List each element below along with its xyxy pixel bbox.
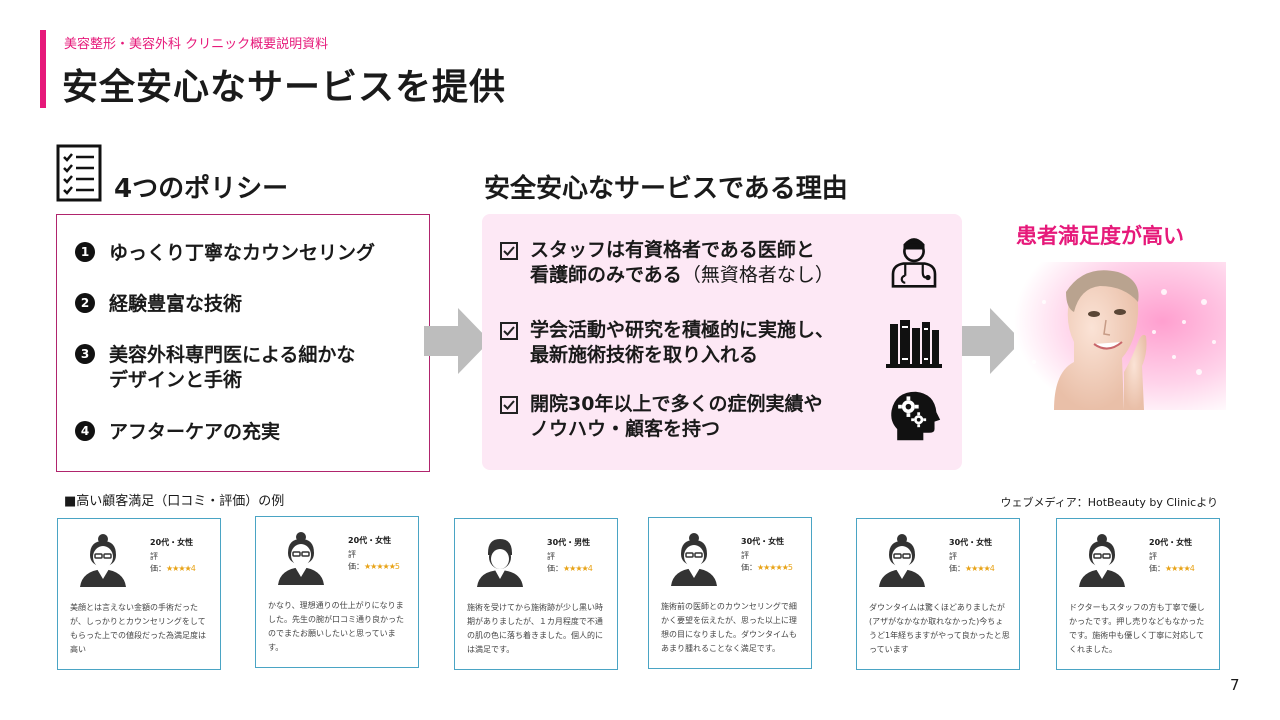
head-gears-icon <box>891 391 941 441</box>
policies-box: 1 ゆっくり丁寧なカウンセリング 2 経験豊富な技術 3 美容外科専門医による細… <box>56 214 430 472</box>
policy-item: 4 アフターケアの充実 <box>75 420 280 445</box>
rating-score: 4 <box>190 564 196 573</box>
review-comment: 美顔とは言えない金額の手術だったが、しっかりとカウンセリングをしてもらった上での… <box>70 603 206 654</box>
star-rating: ★★★★ <box>166 564 192 573</box>
male-avatar-icon <box>477 539 523 587</box>
reason-line1: 学会活動や研究を積極的に実施し、 <box>530 319 835 341</box>
review-card: 20代・女性 評 価：★★★★★5 かなり、理想通りの仕上がりになりました。先生… <box>255 516 419 668</box>
star-rating: ★★★★ <box>1165 564 1191 573</box>
rating-row: 価：★★★★★5 <box>741 563 793 572</box>
reason-line2: 看護師のみである（無資格者なし） <box>530 264 834 286</box>
rating-label: 評 <box>348 550 356 559</box>
page-number: 7 <box>1230 676 1240 694</box>
rating-label: 評 <box>949 552 957 561</box>
books-icon <box>886 320 942 368</box>
page-title: 安全安心なサービスを提供 <box>62 67 507 108</box>
rating-score: 5 <box>787 563 793 572</box>
reason-line1: スタッフは有資格者である医師と <box>530 239 815 261</box>
policy-text-line1: 美容外科専門医による細かな <box>109 344 356 366</box>
policy-item: 1 ゆっくり丁寧なカウンセリング <box>75 241 375 266</box>
reason-text: 学会活動や研究を積極的に実施し、 最新施術技術を取り入れる <box>530 318 834 368</box>
review-card: 30代・女性 評 価：★★★★4 ダウンタイムは驚くほどありましたが(アザがなか… <box>856 518 1020 670</box>
review-comment: ダウンタイムは驚くほどありましたが(アザがなかなか取れなかった)今ちょうど1年経… <box>869 603 1010 654</box>
right-arrow-icon <box>424 308 490 374</box>
reason-line2: 最新施術技術を取り入れる <box>530 344 759 366</box>
accent-bar <box>40 30 46 108</box>
checkbox-icon <box>500 242 518 260</box>
female-avatar-icon <box>80 534 126 587</box>
reason-line2: ノウハウ・顧客を持つ <box>530 418 721 440</box>
star-rating: ★★★★ <box>563 564 589 573</box>
smiling-woman-image <box>1014 262 1226 410</box>
policy-number: 2 <box>75 293 95 313</box>
reasons-heading: 安全安心なサービスである理由 <box>484 174 848 204</box>
rating-score: 5 <box>394 562 400 571</box>
rating-score: 4 <box>587 564 593 573</box>
rating-row: 価：★★★★4 <box>1149 564 1195 573</box>
policies-heading: 4つのポリシー <box>114 174 289 204</box>
review-demographic: 20代・女性 <box>150 538 194 547</box>
policy-number: 4 <box>75 421 95 441</box>
policy-item: 3 美容外科専門医による細かな デザインと手術 <box>75 343 355 393</box>
rating-row: 価：★★★★4 <box>150 564 196 573</box>
rating-row: 価：★★★★★5 <box>348 562 400 571</box>
rating-score: 4 <box>1189 564 1195 573</box>
checkbox-icon <box>500 396 518 414</box>
rating-label: 評 <box>547 552 555 561</box>
policy-item: 2 経験豊富な技術 <box>75 292 242 317</box>
reason-item: スタッフは有資格者である医師と 看護師のみである（無資格者なし） <box>500 238 834 288</box>
rating-label: 評 <box>741 551 749 560</box>
reason-item: 学会活動や研究を積極的に実施し、 最新施術技術を取り入れる <box>500 318 834 368</box>
review-demographic: 30代・女性 <box>741 537 785 546</box>
review-card: 30代・男性 評 価：★★★★4 施術を受けてから施術跡が少し黒い時期がありまし… <box>454 518 618 670</box>
rating-label: 評 <box>150 552 158 561</box>
doctor-icon <box>891 238 937 288</box>
star-rating: ★★★★ <box>965 564 991 573</box>
reasons-box: スタッフは有資格者である医師と 看護師のみである（無資格者なし） 学会活動や研究… <box>482 214 962 470</box>
policy-text: ゆっくり丁寧なカウンセリング <box>109 242 376 264</box>
reviews-heading: ■高い顧客満足（口コミ・評価）の例 <box>64 494 285 509</box>
review-card: 20代・女性 評 価：★★★★4 美顔とは言えない金額の手術だったが、しっかりと… <box>57 518 221 670</box>
review-card: 20代・女性 評 価：★★★★4 ドクターもスタッフの方も丁寧で優しかったです。… <box>1056 518 1220 670</box>
policy-text-line2: デザインと手術 <box>109 369 243 391</box>
star-rating: ★★★★★ <box>364 562 396 571</box>
checklist-icon <box>56 144 102 202</box>
reason-line1: 開院30年以上で多くの症例実績や <box>530 393 823 415</box>
rating-row: 価：★★★★4 <box>547 564 593 573</box>
star-rating: ★★★★★ <box>757 563 789 572</box>
rating-score: 4 <box>989 564 995 573</box>
review-card: 30代・女性 評 価：★★★★★5 施術前の医師とのカウンセリングで細かく要望を… <box>648 517 812 669</box>
reason-text: スタッフは有資格者である医師と 看護師のみである（無資格者なし） <box>530 238 834 288</box>
review-comment: ドクターもスタッフの方も丁寧で優しかったです。押し売りなどもなかったです。施術中… <box>1069 603 1205 654</box>
policy-text: 経験豊富な技術 <box>109 293 243 315</box>
review-demographic: 30代・女性 <box>949 538 993 547</box>
rating-row: 価：★★★★4 <box>949 564 995 573</box>
policy-number: 3 <box>75 344 95 364</box>
review-comment: 施術前の医師とのカウンセリングで細かく要望を伝えたが、思った以上に理想の目になり… <box>661 602 797 653</box>
female-avatar-icon <box>278 532 324 585</box>
female-avatar-icon <box>671 533 717 586</box>
reason-text: 開院30年以上で多くの症例実績や ノウハウ・顧客を持つ <box>530 392 822 442</box>
policy-number: 1 <box>75 242 95 262</box>
female-avatar-icon <box>1079 534 1125 587</box>
review-demographic: 20代・女性 <box>348 536 392 545</box>
satisfaction-label: 患者満足度が高い <box>1016 224 1184 248</box>
policy-text: 美容外科専門医による細かな デザインと手術 <box>109 343 355 393</box>
review-comment: かなり、理想通りの仕上がりになりました。先生の腕が口コミ通り良かったのでまたお願… <box>268 601 404 652</box>
review-demographic: 30代・男性 <box>547 538 591 547</box>
female-avatar-icon <box>879 534 925 587</box>
rating-label: 評 <box>1149 552 1157 561</box>
source-note: ウェブメディア：HotBeauty by Clinicより <box>1000 496 1218 509</box>
review-demographic: 20代・女性 <box>1149 538 1193 547</box>
review-comment: 施術を受けてから施術跡が少し黒い時期がありましたが、１カ月程度で不通の肌の色に落… <box>467 603 603 654</box>
checkbox-icon <box>500 322 518 340</box>
reason-item: 開院30年以上で多くの症例実績や ノウハウ・顧客を持つ <box>500 392 822 442</box>
right-arrow-icon <box>956 308 1022 374</box>
document-subtitle: 美容整形・美容外科 クリニック概要説明資料 <box>64 37 329 52</box>
policy-text: アフターケアの充実 <box>109 421 281 443</box>
